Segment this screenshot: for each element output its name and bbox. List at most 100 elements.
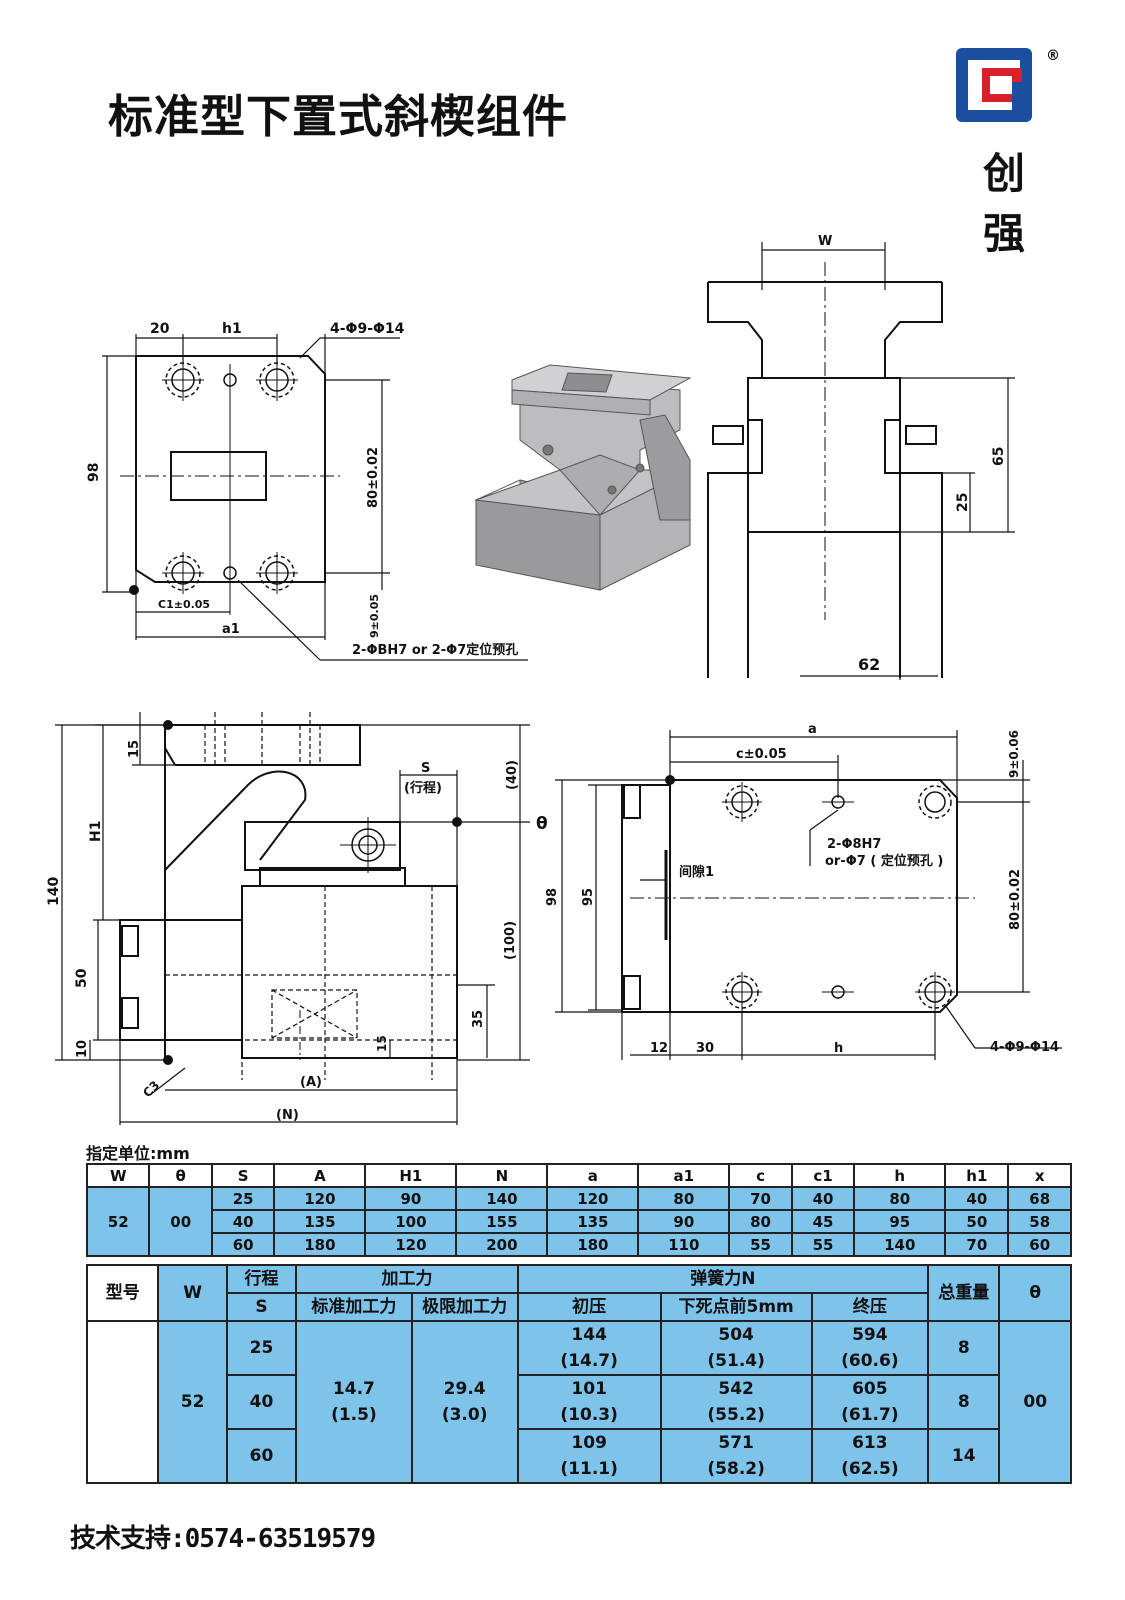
cell-final: 613(62.5) <box>810 1428 930 1484</box>
header-spring: 弹簧力N <box>516 1264 930 1294</box>
hole-callout: 4-Φ9-Φ14 <box>330 321 405 337</box>
page-title: 标准型下置式斜楔组件 <box>108 90 569 143</box>
before-kgf: (58.2) <box>707 1459 765 1479</box>
brand-logo <box>956 48 1032 122</box>
table-cell: 80 <box>853 1186 947 1211</box>
spec-table: 型号 W 行程 加工力 弹簧力N 总重量 θ S 标准加工力 极限加工力 初压 … <box>85 1264 1072 1484</box>
table-cell: 120 <box>364 1232 458 1257</box>
cell-before-bdc: 542 (55.2) <box>659 1374 813 1430</box>
before-kgf: (55.2) <box>707 1405 765 1425</box>
dim-n-paren: (N) <box>276 1108 299 1123</box>
unit-label: 指定单位:mm <box>86 1144 190 1163</box>
table-row: 60 109 (11.1) 571(58.2) 613(62.5) 14 <box>87 1428 1071 1484</box>
registered-mark: ® <box>1046 48 1060 64</box>
dim-stroke: (行程) <box>404 780 442 796</box>
header-std-force: 标准加工力 <box>295 1292 413 1322</box>
cell-std-force: 14.7 (1.5) <box>295 1320 413 1484</box>
cell-final: 594(60.6) <box>810 1320 930 1376</box>
initial-kgf: (14.7) <box>560 1351 618 1371</box>
dim-15b: 15 <box>375 1035 389 1052</box>
header-stroke: 行程 <box>225 1264 298 1294</box>
table-cell: 40 <box>210 1209 276 1234</box>
std-force-ton: (1.5) <box>331 1405 377 1425</box>
table-cell: 60 <box>1007 1232 1072 1257</box>
before-n: 542 <box>718 1379 754 1399</box>
table-cell: 60 <box>210 1232 276 1257</box>
initial-kgf: (10.3) <box>560 1405 618 1425</box>
header-cell: h <box>853 1163 947 1188</box>
limit-force-value: 29.4 <box>443 1379 486 1399</box>
table-cell: 135 <box>546 1209 640 1234</box>
dim-100: (100) <box>503 921 518 960</box>
table-cell: 200 <box>455 1232 549 1257</box>
table-cell: 180 <box>273 1232 367 1257</box>
dim-62: 62 <box>858 655 880 674</box>
dimension-table: W θ S A H1 N a a1 c c1 h h1 x 52 00 25 1… <box>85 1163 1072 1257</box>
hole-callout: 4-Φ9-Φ14 <box>990 1040 1059 1055</box>
table-row: 52 25 14.7(1.5) 29.4(3.0) 144(14.7) 504(… <box>85 1320 1072 1484</box>
dim-10: 10 <box>75 1040 90 1058</box>
dim-80: 80±0.02 <box>366 447 381 508</box>
table-cell: 55 <box>790 1232 856 1257</box>
dim-h: h <box>834 1041 843 1056</box>
initial-kgf: (11.1) <box>560 1459 618 1479</box>
table-row: 52 00 25 120 90 140 120 80 70 40 80 40 6… <box>85 1186 1072 1257</box>
dim-98: 98 <box>86 463 102 482</box>
std-force-value: 14.7 <box>332 1379 375 1399</box>
dim-12: 12 <box>650 1041 668 1056</box>
header-force: 加工力 <box>295 1264 519 1294</box>
cell-s: 40 <box>225 1374 298 1430</box>
dim-h1: H1 <box>88 821 104 842</box>
table-cell: 80 <box>637 1186 731 1211</box>
header-model: 型号 <box>85 1264 160 1322</box>
dim-65: 65 <box>991 447 1007 466</box>
before-kgf: (51.4) <box>707 1351 765 1371</box>
pin-callout-2: or-Φ7 ( 定位预孔 ) <box>825 853 943 869</box>
dim-s: S <box>421 761 430 776</box>
final-kgf: (60.6) <box>841 1351 899 1371</box>
table-row: 60 180 120 200 180 110 55 55 140 70 60 <box>87 1232 1072 1257</box>
gap-label: 间隙1 <box>679 864 714 880</box>
dim-a1: a1 <box>222 622 240 637</box>
header-cell: x <box>1007 1163 1072 1188</box>
header-cell: c1 <box>790 1163 856 1188</box>
bottom-right-plan-view <box>555 730 1062 1060</box>
table-cell: 155 <box>455 1209 549 1234</box>
cell-before-bdc: 571(58.2) <box>659 1428 813 1484</box>
top-left-plan-view <box>102 334 528 661</box>
dim-a: a <box>808 722 817 737</box>
cell-weight: 14 <box>927 1428 1001 1484</box>
table-cell: 140 <box>853 1232 947 1257</box>
final-n: 613 <box>852 1433 888 1453</box>
cell-initial: 101(10.3) <box>516 1374 662 1430</box>
header-cell: H1 <box>364 1163 458 1188</box>
limit-force-ton: (3.0) <box>441 1405 488 1425</box>
table-cell: 120 <box>546 1186 640 1211</box>
header-theta: θ <box>998 1264 1072 1322</box>
table-cell: 70 <box>728 1186 793 1211</box>
dim-c: c±0.05 <box>736 747 787 762</box>
header-cell: h1 <box>944 1163 1010 1188</box>
pin-callout-1: 2-Φ8H7 <box>827 837 881 852</box>
header-w: W <box>157 1264 228 1322</box>
header-cell: c <box>728 1163 793 1188</box>
technical-drawings: 20 h1 4-Φ9-Φ14 98 80±0.02 C1±0.05 a1 9±0… <box>46 234 1062 1125</box>
table-cell: 135 <box>273 1209 367 1234</box>
cell-theta: 00 <box>998 1320 1072 1484</box>
header-cell: a <box>546 1163 640 1188</box>
header-final: 终压 <box>810 1292 930 1322</box>
table-cell: 180 <box>546 1232 640 1257</box>
header-cell: θ <box>148 1163 213 1188</box>
table-cell: 40 <box>790 1186 856 1211</box>
initial-n: 109 <box>571 1433 607 1453</box>
table-cell: 140 <box>455 1186 549 1211</box>
dim-theta: θ <box>536 814 548 834</box>
dim-25: 25 <box>955 493 971 512</box>
table-cell: 90 <box>637 1209 731 1234</box>
table-cell: 80 <box>728 1209 793 1234</box>
cell-weight: 8 <box>927 1320 1001 1376</box>
dim-98: 98 <box>545 888 560 906</box>
cell-s: 60 <box>225 1428 298 1484</box>
table-cell: 95 <box>853 1209 947 1234</box>
table-cell: 45 <box>790 1209 856 1234</box>
